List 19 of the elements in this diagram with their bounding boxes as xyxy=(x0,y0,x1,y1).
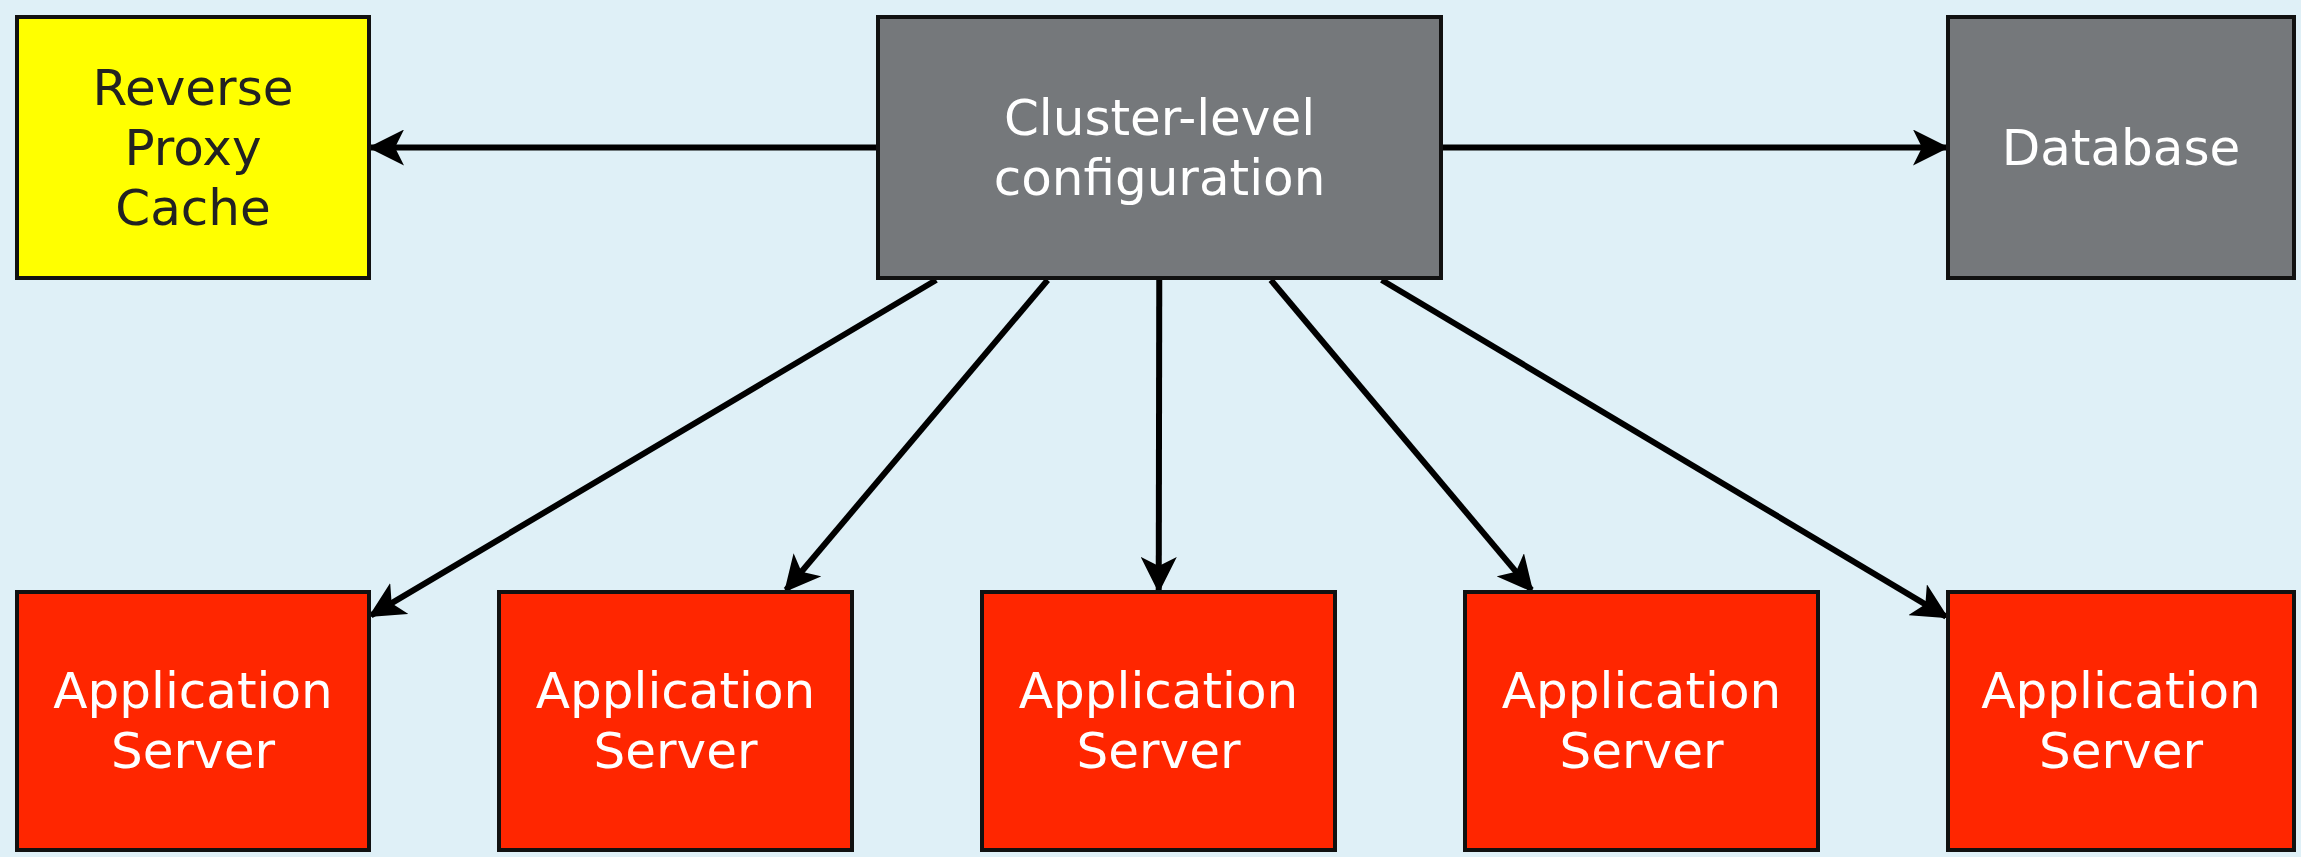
process-box xyxy=(15,590,371,852)
box-label: Application Server xyxy=(52,661,334,781)
process-box xyxy=(1946,15,2296,280)
box-label: Reverse Proxy Cache xyxy=(91,57,295,238)
process-box xyxy=(1463,590,1820,852)
process-box xyxy=(15,15,371,280)
process-box xyxy=(980,590,1337,852)
process-box xyxy=(1946,590,2296,852)
box-label: Cluster-level configuration xyxy=(992,87,1327,208)
box-label: Database xyxy=(2001,117,2241,178)
arrow xyxy=(1268,278,1534,593)
box-label: Application Server xyxy=(534,661,817,781)
box-label: Application Server xyxy=(1017,661,1300,781)
arrow xyxy=(783,278,1050,593)
process-box xyxy=(497,590,854,852)
process-box xyxy=(876,15,1443,280)
box-label: Application Server xyxy=(1500,661,1783,781)
arrow xyxy=(1140,280,1177,593)
box-label: Application Server xyxy=(1980,661,2262,781)
